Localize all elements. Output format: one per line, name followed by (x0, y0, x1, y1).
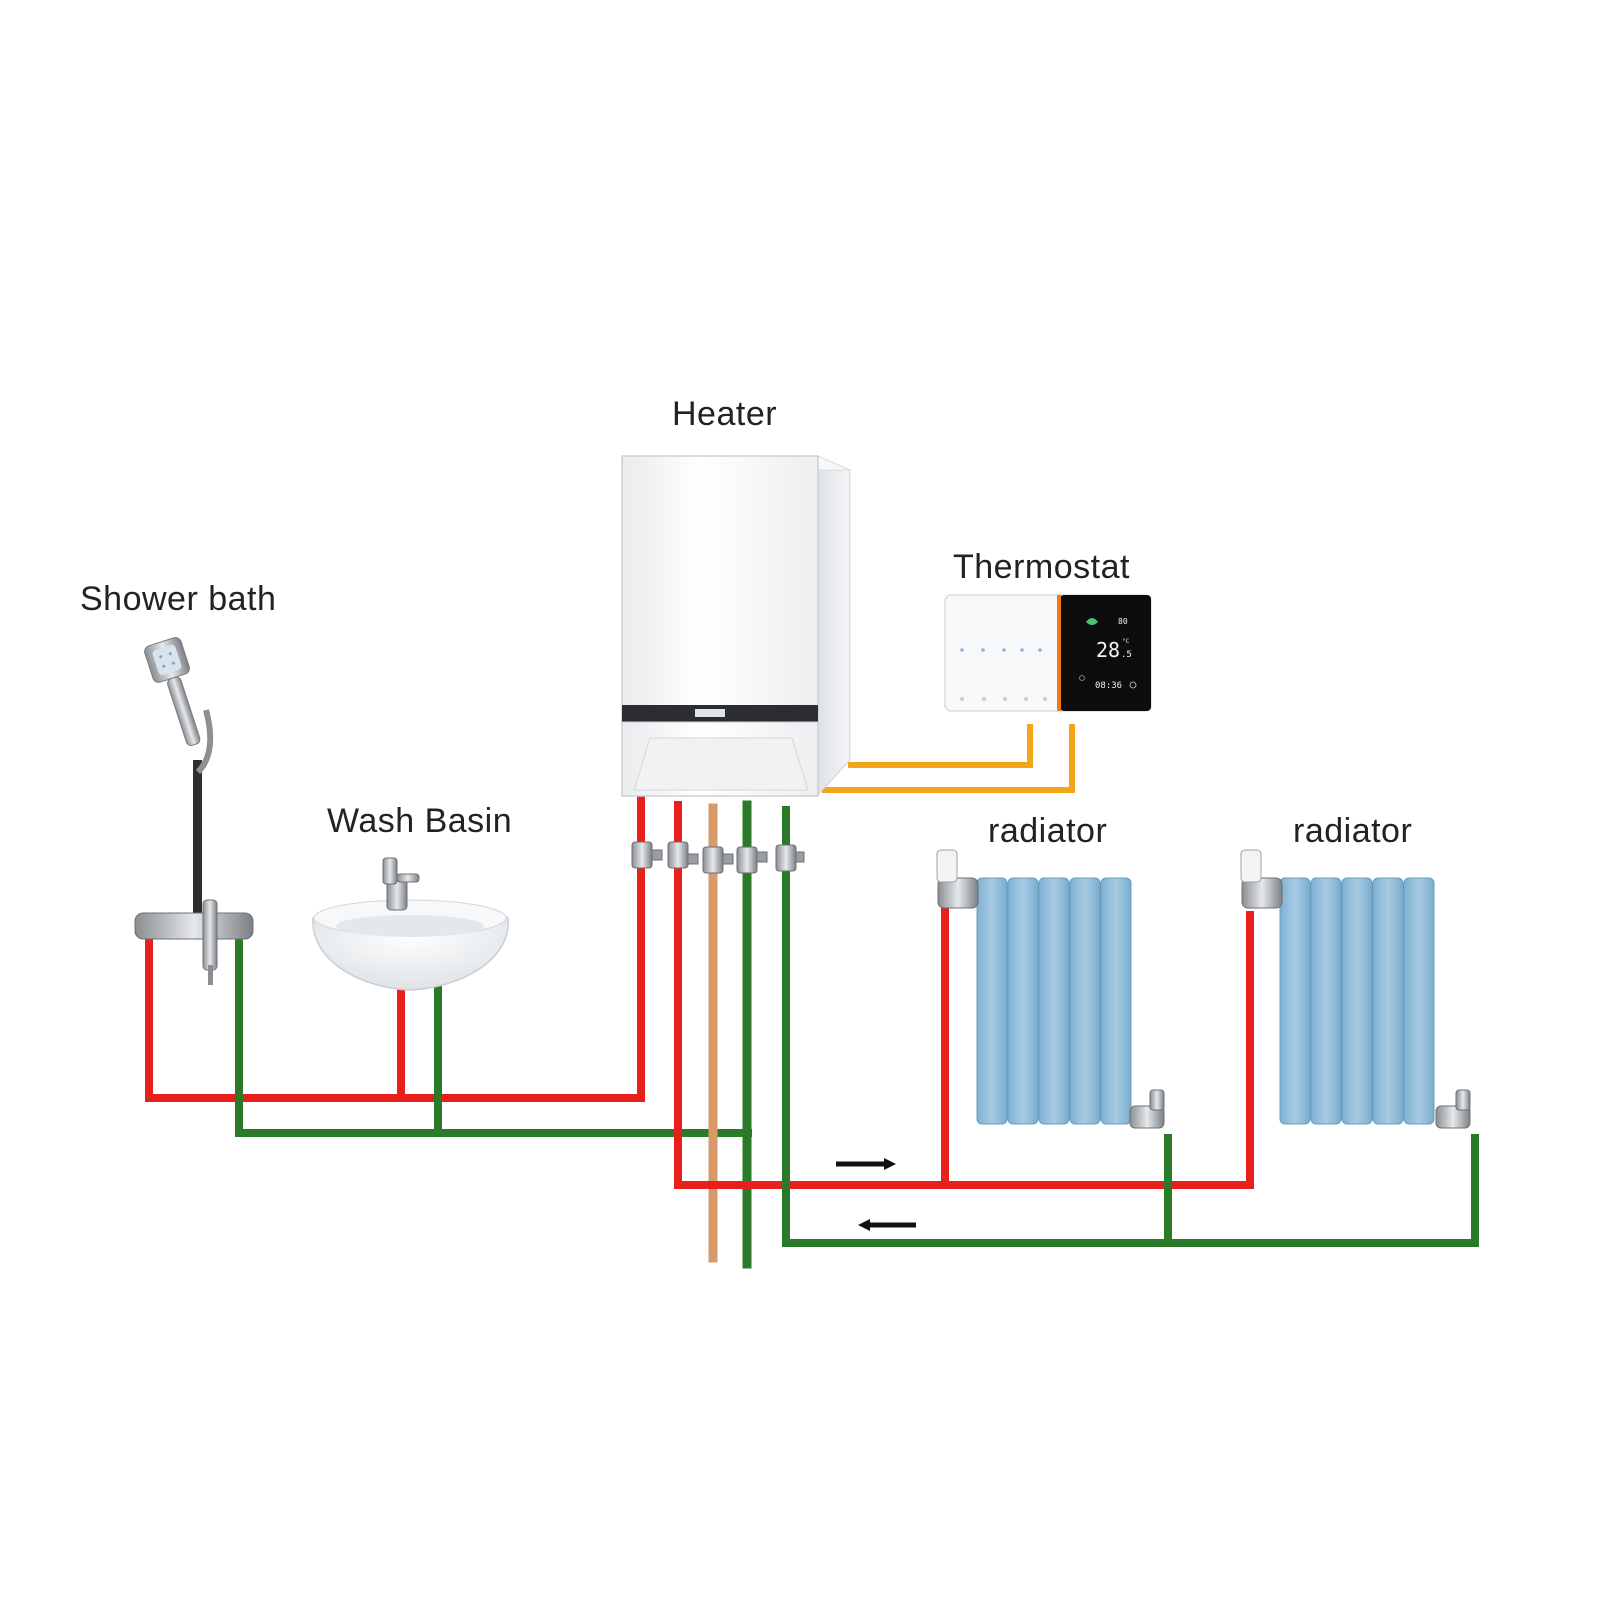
clock-icon (1129, 681, 1137, 689)
thermostatic-valve (936, 849, 979, 909)
shower-bath-fixture (134, 637, 254, 985)
shower-mixer-body (134, 912, 254, 940)
thermostat-clock: 08:36 (1095, 681, 1122, 691)
return-pipe-sanitary (235, 939, 752, 1137)
shower-bath-label: Shower bath (80, 580, 277, 618)
heater-lower-cover (633, 737, 809, 791)
thermostat-temperature: 28 (1096, 638, 1120, 662)
thermostat-accent-stripe (1057, 595, 1061, 711)
heater-unit (621, 455, 851, 797)
fitting-valve (736, 846, 758, 874)
thermostat-bottom-buttons (960, 697, 1047, 701)
radiator-fin (1403, 877, 1435, 1125)
fitting-valve (702, 846, 724, 874)
fitting-valve (667, 841, 689, 869)
shower-riser-pipe (193, 760, 202, 920)
radiator-fin (1100, 877, 1132, 1125)
heating-flow-pipe (674, 801, 1254, 1189)
pipe-network (145, 796, 1479, 1269)
power-icon (1079, 675, 1085, 681)
arrow-right-icon (836, 1158, 896, 1170)
thermostat-unit: °C (1122, 638, 1130, 645)
radiator-fin (1310, 877, 1342, 1125)
heater-display (695, 709, 725, 717)
radiator-fin (1007, 877, 1039, 1125)
thermostat-label: Thermostat (953, 548, 1130, 586)
fitting-valve (775, 844, 797, 872)
radiator-2 (1240, 849, 1471, 1129)
heater-label: Heater (672, 395, 778, 433)
hot-water-pipe-sanitary (145, 796, 645, 1102)
radiator-fin (1279, 877, 1311, 1125)
leaf-icon (1086, 618, 1098, 625)
thermostatic-valve (1240, 849, 1283, 909)
shower-mixer-handle (202, 899, 218, 971)
fitting-valve (631, 841, 653, 869)
control-wire-2 (822, 724, 1075, 793)
thermostat-device: 80 28 .5 °C 08:36 (944, 594, 1152, 712)
radiator-1-label: radiator (988, 812, 1108, 850)
lockshield-valve (1129, 1089, 1165, 1129)
radiator-fin (1341, 877, 1373, 1125)
thermostat-wiring (822, 724, 1075, 793)
shower-head-icon (144, 637, 201, 746)
faucet-icon (382, 857, 420, 911)
shower-hose (195, 709, 214, 775)
radiator-fin (1069, 877, 1101, 1125)
thermostat-screen (1060, 595, 1151, 711)
radiator-2-label: radiator (1293, 812, 1413, 850)
radiator-1 (936, 849, 1165, 1129)
control-wire-1 (848, 724, 1033, 768)
thermostat-touch-dots (960, 648, 1042, 652)
radiator-fin (1038, 877, 1070, 1125)
wash-basin-fixture (312, 857, 509, 991)
radiator-fin (976, 877, 1008, 1125)
arrow-left-icon (858, 1219, 916, 1231)
heater-pipe-fittings (631, 841, 805, 874)
thermostat-temperature-decimal: .5 (1121, 650, 1132, 660)
wash-basin-label: Wash Basin (327, 802, 513, 840)
radiator-fin (1372, 877, 1404, 1125)
heating-return-pipe (782, 806, 1479, 1247)
thermostat-humidity: 80 (1118, 617, 1128, 626)
lockshield-valve (1435, 1089, 1471, 1129)
heater-side-panel (817, 461, 851, 797)
